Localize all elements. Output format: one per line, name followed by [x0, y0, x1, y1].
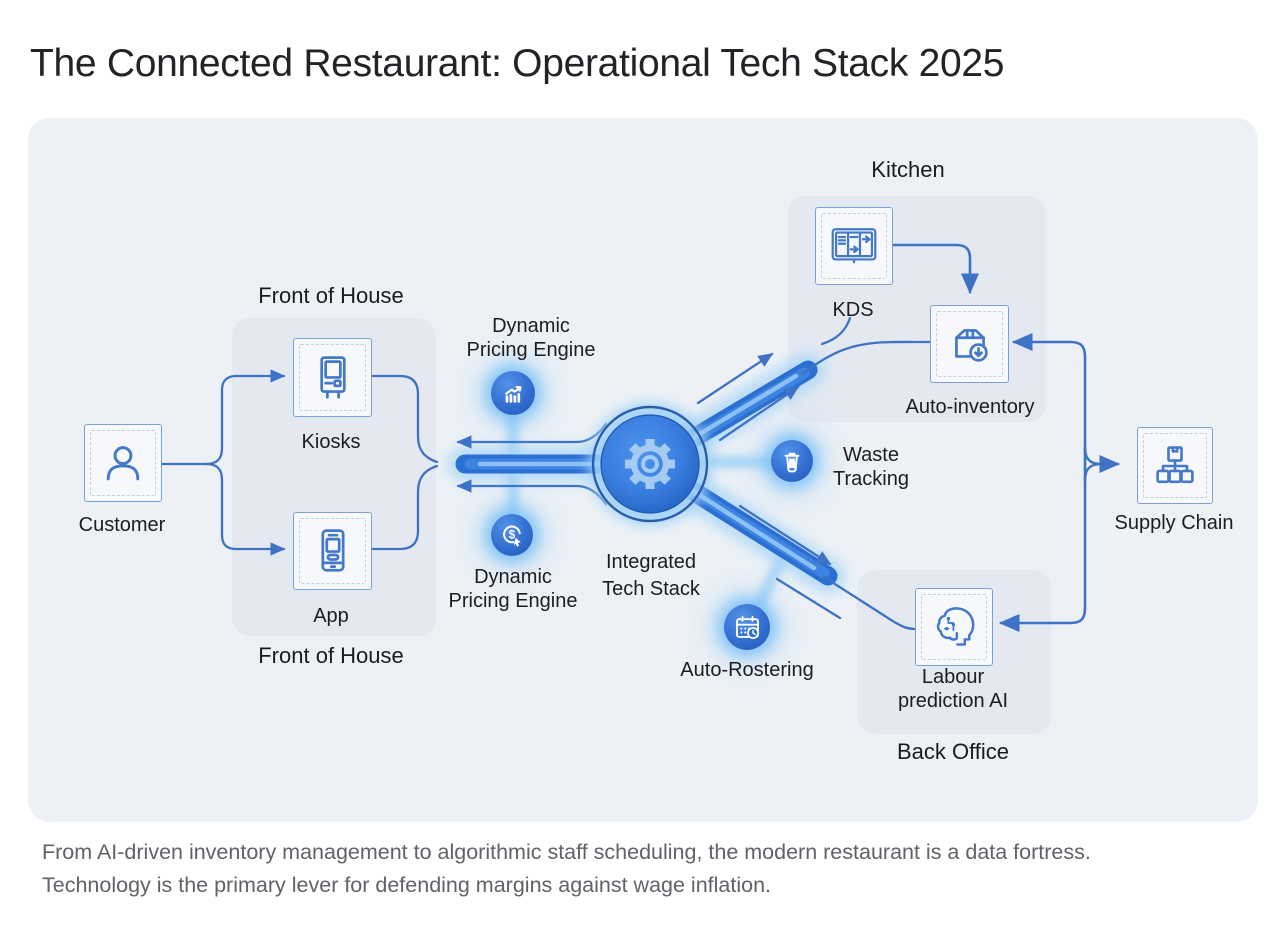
hub-disc [600, 414, 700, 514]
trunk-connectors [889, 243, 1121, 633]
waste-tracking-label: Waste Tracking [833, 444, 909, 490]
app-tile [293, 512, 372, 590]
tile-dashed-border [299, 518, 366, 584]
connector-segment [775, 577, 842, 620]
connector-app-to-hub [368, 464, 439, 551]
customer-tile [84, 424, 162, 502]
connector-supply-trunk [998, 332, 1087, 633]
connector-to-kiosks-arrow [204, 369, 286, 466]
diagram-panel: $ [28, 118, 1258, 822]
caption: From AI-driven inventory management to a… [42, 836, 1232, 902]
tile-dashed-border [821, 213, 887, 279]
caption-line-1: From AI-driven inventory management to a… [42, 840, 1091, 864]
waste-tracking-badge [771, 440, 813, 482]
tile-dashed-border [299, 344, 366, 411]
connector-to-app-arrow [204, 462, 286, 556]
tile-dashed-border [90, 430, 156, 496]
kiosk-icon [319, 355, 346, 399]
kiosks-label: Kiosks [301, 431, 361, 453]
dollar-refresh-icon: $ [502, 524, 521, 547]
integrated-tech-stack-hub [589, 403, 711, 525]
connector-kds-join [820, 316, 852, 346]
kitchen-label: Kitchen [871, 157, 945, 182]
back-office-label: Back Office [896, 739, 1010, 764]
kitchen-display-icon [831, 228, 877, 264]
dynamic-pricing-label-bottom: Dynamic Pricing Engine [448, 566, 578, 612]
ai-head-icon [936, 607, 975, 646]
page-title: The Connected Restaurant: Operational Te… [30, 42, 1005, 85]
hub-outer-ring [591, 405, 709, 523]
connector-hub-to-kitchen-arrow-2 [718, 385, 800, 442]
connector-hub-return-bottom-arrow [456, 479, 608, 506]
auto-inventory-label: Auto-inventory [905, 396, 1035, 418]
trash-icon [784, 452, 800, 473]
gear-icon [625, 439, 675, 489]
connector-trunk-to-supply-chain-arrow [1083, 446, 1121, 474]
tile-dashed-border [1143, 433, 1207, 498]
connector-kds-to-auto-inventory-arrow [889, 243, 980, 295]
app-label: App [313, 605, 349, 627]
svg-text:$: $ [508, 527, 515, 541]
distribution-network-icon [1156, 445, 1194, 483]
smartphone-icon [320, 529, 345, 572]
kiosks-tile [293, 338, 372, 417]
connector-hub-return-top-arrow [456, 422, 608, 449]
kds-label: KDS [832, 299, 874, 321]
auto-rostering-label: Auto-Rostering [680, 659, 814, 681]
dynamic-pricing-badge-top [491, 371, 535, 415]
auto-rostering-badge [724, 604, 770, 650]
labour-prediction-ai-label: Labour prediction AI [897, 666, 1009, 712]
integrated-tech-stack-label: Integrated Tech Stack [602, 551, 700, 600]
tile-dashed-border [936, 311, 1003, 377]
dynamic-pricing-badge-bottom: $ [491, 514, 533, 556]
trend-chart-icon [504, 385, 522, 403]
dynamic-pricing-label-top: Dynamic Pricing Engine [466, 315, 596, 361]
connector-trunk-branch-curve [1083, 462, 1103, 482]
caption-line-2: Technology is the primary lever for defe… [42, 873, 772, 897]
front-of-house-label-top: Front of House [258, 283, 404, 308]
connector-hub-to-backoffice-arrow [738, 504, 832, 566]
kds-tile [815, 207, 893, 285]
supply-chain-tile [1137, 427, 1213, 504]
connector-kiosks-to-hub [368, 374, 439, 464]
front-of-house-label-bottom: Front of House [258, 643, 404, 668]
package-download-icon [954, 329, 988, 362]
connector-layer [160, 243, 1121, 633]
connector-pipe-to-auto-inventory [800, 340, 932, 376]
auto-inventory-tile [930, 305, 1009, 383]
supply-chain-label: Supply Chain [1114, 512, 1234, 534]
customer-label: Customer [78, 514, 166, 536]
tile-dashed-border [921, 594, 987, 660]
calendar-clock-icon [735, 615, 759, 639]
connector-hub-to-kitchen-arrow-1 [696, 352, 774, 405]
labour-prediction-ai-tile [915, 588, 993, 666]
person-icon [106, 446, 140, 481]
connector-pipe-to-labour-ai [822, 575, 917, 631]
